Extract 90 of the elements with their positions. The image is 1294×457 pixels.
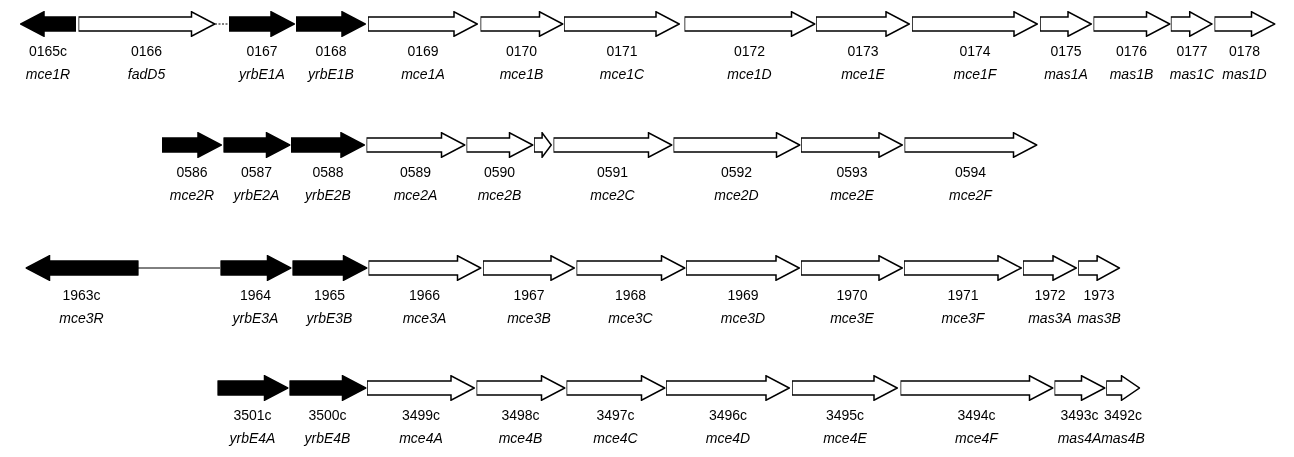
gene-name: yrbE4A: [229, 430, 276, 447]
locus-tag: 3492c: [1103, 407, 1143, 424]
locus-tag: 0589: [399, 164, 432, 181]
gene-name: mce4B: [498, 430, 543, 447]
locus-tag: 0587: [240, 164, 273, 181]
locus-tag: 0177: [1176, 43, 1208, 60]
locus-tag: 3494c: [957, 407, 996, 424]
gene-name: mce3R: [59, 310, 104, 327]
locus-tag: 0167: [246, 43, 278, 60]
gene-name: mce4D: [705, 430, 751, 447]
gene-name: mce4C: [593, 430, 638, 447]
gene-name: mce2R: [169, 187, 215, 204]
gene-name: mas1B: [1109, 66, 1154, 83]
gene-name: yrbE4B: [304, 430, 351, 447]
locus-tag: 1964: [239, 287, 272, 304]
locus-tag: 0588: [312, 164, 344, 181]
gene-name: mce2A: [393, 187, 438, 204]
locus-tag: 0593: [836, 164, 868, 181]
locus-tag: 3499c: [401, 407, 441, 424]
locus-tag: 1963c: [62, 287, 101, 304]
gene-name: mce3C: [608, 310, 653, 327]
locus-tag: 0178: [1228, 43, 1261, 60]
gene-name: mce3B: [507, 310, 551, 327]
locus-tag: 0169: [407, 43, 439, 60]
gene-name: mce2D: [714, 187, 759, 204]
locus-tag: 0170: [505, 43, 538, 60]
locus-tag: 3496c: [708, 407, 748, 424]
gene-name: mce2E: [830, 187, 874, 204]
locus-tag: 0173: [847, 43, 879, 60]
locus-tag: 1971: [947, 287, 979, 304]
locus-tag: 0174: [959, 43, 991, 60]
gene-name: mce4F: [955, 430, 998, 447]
locus-tag: 3501c: [233, 407, 272, 424]
gene-name: mce1B: [499, 66, 544, 83]
locus-tag: 3497c: [596, 407, 635, 424]
locus-tag: 3500c: [308, 407, 347, 424]
locus-tag: 3498c: [501, 407, 540, 424]
locus-tag: 0590: [483, 164, 516, 181]
locus-tag: 0592: [720, 164, 753, 181]
gene-name: mce1F: [953, 66, 997, 83]
gene-name: yrbE2A: [233, 187, 280, 204]
locus-tag: 0586: [176, 164, 208, 181]
gene-name: mce1A: [401, 66, 445, 83]
locus-tag: 0172: [733, 43, 766, 60]
gene-name: mce1E: [841, 66, 885, 83]
gene-name: mas3A: [1028, 310, 1072, 327]
gene-name: mce2B: [477, 187, 522, 204]
gene-name: mas4A: [1057, 430, 1102, 447]
locus-tag: 0171: [606, 43, 638, 60]
locus-tag: 3495c: [825, 407, 865, 424]
locus-tag: 0175: [1050, 43, 1082, 60]
locus-tag: 1966: [408, 287, 441, 304]
gene-name: mas1C: [1169, 66, 1215, 83]
gene-name: mce3E: [830, 310, 874, 327]
gene-name: yrbE3B: [306, 310, 353, 327]
gene-name: mce3F: [941, 310, 985, 327]
gene-name: yrbE1A: [239, 66, 285, 83]
connecting-line: [214, 23, 230, 25]
gene-name: mas1D: [1222, 66, 1267, 83]
connecting-line: [137, 267, 221, 269]
gene-name: mce1R: [25, 66, 71, 83]
locus-tag: 1968: [614, 287, 647, 304]
gene-name: yrbE1B: [308, 66, 354, 83]
gene-name: mce1D: [727, 66, 772, 83]
locus-tag: 3493c: [1060, 407, 1099, 424]
gene-name: fadD5: [127, 66, 166, 83]
locus-tag: 0594: [954, 164, 987, 181]
locus-tag: 1969: [727, 287, 759, 304]
gene-name: mce4A: [399, 430, 443, 447]
gene-name: mce2C: [590, 187, 635, 204]
locus-tag: 1967: [513, 287, 545, 304]
gene-name: mce3A: [402, 310, 447, 327]
gene-name: mce3D: [720, 310, 766, 327]
gene-name: mce1C: [599, 66, 645, 83]
gene-name: yrbE3A: [232, 310, 279, 327]
locus-tag: 0166: [130, 43, 163, 60]
gene-name: yrbE2B: [305, 187, 351, 204]
gene-name: mas3B: [1077, 310, 1121, 327]
locus-tag: 0591: [596, 164, 629, 181]
locus-tag: 0176: [1115, 43, 1148, 60]
locus-tag: 1973: [1083, 287, 1115, 304]
gene-name: mas4B: [1101, 430, 1145, 447]
locus-tag: 0168: [315, 43, 347, 60]
gene-name: mce4E: [823, 430, 867, 447]
gene-name: mce2F: [949, 187, 992, 204]
locus-tag: 1970: [836, 287, 868, 304]
gene-name: mas1A: [1044, 66, 1088, 83]
locus-tag: 1972: [1034, 287, 1066, 304]
locus-tag: 0165c: [28, 43, 68, 60]
locus-tag: 1965: [313, 287, 346, 304]
